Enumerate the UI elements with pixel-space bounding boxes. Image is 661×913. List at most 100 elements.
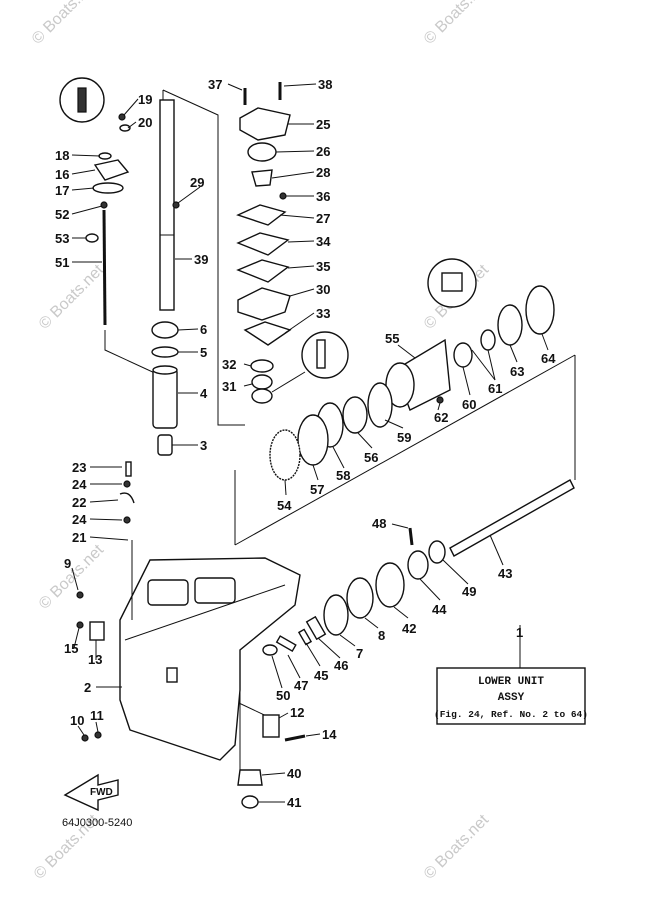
callout-64: 64: [541, 351, 556, 366]
callout-2: 2: [84, 680, 91, 695]
callout-51: 51: [55, 255, 69, 270]
callout-45: 45: [314, 668, 328, 683]
callout-42: 42: [402, 621, 416, 636]
part-28: [251, 169, 273, 187]
part-31a: [251, 374, 273, 390]
part-33: [243, 321, 292, 346]
watermark-left: © Boats.net: [36, 541, 108, 613]
callout-47: 47: [294, 678, 308, 693]
part-4: [152, 367, 178, 429]
callout-31: 31: [222, 379, 236, 394]
callout-28: 28: [316, 165, 330, 180]
part-41: [241, 795, 259, 809]
part-57: [297, 414, 329, 466]
callout-15: 15: [64, 641, 78, 656]
callout-59: 59: [397, 430, 411, 445]
callout-20: 20: [138, 115, 152, 130]
part-34: [236, 232, 290, 256]
callout-46: 46: [334, 658, 348, 673]
part-7: [323, 594, 349, 636]
callout-37: 37: [208, 77, 222, 92]
part-40: [237, 769, 263, 786]
part-53: [85, 233, 99, 243]
watermark-top-right: © Boats.net: [421, 0, 493, 48]
callout-38: 38: [318, 77, 332, 92]
part-50: [262, 644, 278, 656]
part-15: [76, 621, 84, 629]
callout-26: 26: [316, 144, 330, 159]
callout-6: 6: [200, 322, 207, 337]
callout-53: 53: [55, 231, 69, 246]
callout-24a: 24: [72, 477, 87, 492]
part-6: [151, 321, 179, 339]
part-52: [100, 201, 108, 209]
callout-30: 30: [316, 282, 330, 297]
callout-63: 63: [510, 364, 524, 379]
callout-62: 62: [434, 410, 448, 425]
callout-12: 12: [290, 705, 304, 720]
part-44: [407, 550, 429, 580]
part-22: [119, 492, 135, 504]
callout-14: 14: [322, 727, 337, 742]
drive-shaft-assembly: [151, 99, 180, 456]
callout-49: 49: [462, 584, 476, 599]
callout-19: 19: [138, 92, 152, 107]
part-2: [119, 557, 301, 761]
callout-57: 57: [310, 482, 324, 497]
callout-5: 5: [200, 345, 207, 360]
water-pump-assembly: [236, 82, 349, 404]
callout-50: 50: [276, 688, 290, 703]
callout-44: 44: [432, 602, 447, 617]
callout-61: 61: [488, 381, 502, 396]
callout-36: 36: [316, 189, 330, 204]
callout-35: 35: [316, 259, 330, 274]
part-32: [250, 359, 274, 373]
part-13: [89, 621, 105, 641]
part-30: [237, 287, 291, 321]
part-12: [262, 714, 280, 738]
callout-13: 13: [88, 652, 102, 667]
part-43: [449, 479, 575, 557]
part-9: [76, 591, 84, 599]
part-18: [98, 152, 112, 160]
callout-40: 40: [287, 766, 301, 781]
part-26: [247, 142, 277, 162]
part-3: [157, 434, 173, 456]
callout-3: 3: [200, 438, 207, 453]
part-27: [236, 204, 287, 226]
callout-18: 18: [55, 148, 69, 163]
part-63: [497, 304, 523, 346]
callout-24b: 24: [72, 512, 87, 527]
part-14: [284, 734, 306, 742]
assy-box-line1: LOWER UNIT: [478, 676, 544, 688]
callout-60: 60: [462, 397, 476, 412]
lower-case-housing: [76, 461, 306, 809]
callout-10: 10: [70, 713, 84, 728]
fwd-label: FWD: [90, 787, 113, 798]
part-8: [346, 577, 374, 619]
callout-7: 7: [356, 646, 363, 661]
callout-55: 55: [385, 331, 399, 346]
part-54: [269, 429, 301, 481]
part-49: [428, 540, 446, 564]
part-5: [151, 346, 179, 358]
part-23: [125, 461, 132, 477]
part-59: [367, 382, 393, 428]
part-47: [275, 635, 297, 653]
watermark-mid-left: © Boats.net: [36, 261, 108, 333]
assy-box-line3: (Fig. 24, Ref. No. 2 to 64): [434, 709, 588, 720]
callout-23: 23: [72, 460, 86, 475]
part-36: [279, 192, 287, 200]
callout-43: 43: [498, 566, 512, 581]
watermark-bottom-right: © Boats.net: [421, 811, 493, 883]
part-11: [94, 731, 102, 739]
fwd-arrow: FWD: [63, 773, 119, 812]
callout-29: 29: [190, 175, 204, 190]
callout-33: 33: [316, 306, 330, 321]
shift-rod-assembly: [59, 77, 131, 326]
part-29: [172, 201, 180, 209]
part-56: [342, 396, 368, 434]
callout-11: 11: [90, 708, 104, 723]
watermark-top-left: © Boats.net: [29, 0, 101, 48]
